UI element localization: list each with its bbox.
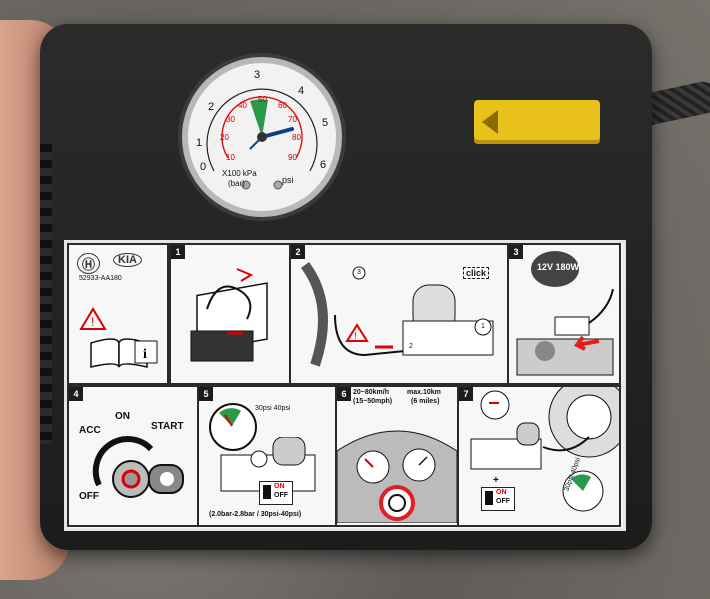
step-2-cell: 2 ! click 1 2 3 [289, 243, 509, 385]
kia-logo: KIA [113, 253, 142, 267]
gauge-psi-tick: 50 [258, 95, 267, 104]
part-number: 52933-AA180 [79, 275, 122, 282]
step-number: 2 [291, 245, 305, 259]
ignition-on-label: ON [115, 411, 130, 422]
gauge-unit-kpa: X100 kPa [222, 169, 257, 178]
ignition-acc-label: ACC [79, 425, 101, 436]
gauge-bar-tick: 0 [200, 161, 207, 173]
dashboard-illustration [337, 430, 457, 523]
gauge-psi-tick: 70 [288, 115, 297, 124]
gauge-green-zone [250, 99, 268, 137]
switch-on-label: ON [274, 483, 285, 490]
compressor-unpack-illustration [190, 268, 268, 362]
svg-text:!: ! [91, 315, 94, 329]
step-number: 7 [459, 387, 473, 401]
pressure-gauge: 0 1 2 3 4 5 6 10 20 30 40 50 60 70 80 90… [182, 57, 342, 217]
switch-off-label: OFF [496, 498, 510, 505]
power-switch: ON OFF [481, 487, 515, 511]
gauge-bar-tick: 3 [254, 69, 261, 81]
step-2-badge-2: 2 [409, 343, 413, 350]
power-switch: ON OFF [259, 481, 293, 505]
plug-insert-illustration [516, 289, 614, 376]
power-socket-icon [531, 251, 579, 287]
gauge-bar-tick: 6 [320, 159, 327, 171]
step-6-speed-mph: (15~50mph) [353, 398, 393, 405]
step-5-range: 30psi 40psi [255, 405, 291, 412]
gauge-psi-tick: 80 [292, 133, 301, 142]
gauge-bar-tick: 2 [208, 101, 215, 113]
gauge-hub [257, 132, 267, 142]
step-5-cell: 5 30psi 40psi ON OFF (2.0bar-2.8bar / 30… [197, 385, 337, 527]
gauge-dial [206, 88, 318, 190]
switch-knob [485, 491, 493, 505]
ignition-key-icon [92, 436, 184, 498]
switch-plus-label: + [493, 475, 499, 486]
switch-knob [263, 485, 271, 499]
gauge-unit-bar: (bar) [228, 179, 245, 188]
step-number: 3 [509, 245, 523, 259]
step-1-cell: 1 [169, 243, 291, 385]
arrow-left-icon [482, 110, 498, 134]
step-number: 5 [199, 387, 213, 401]
instruction-label: Ⓗ KIA 52933-AA180 ! i 1 2 [64, 240, 626, 531]
gauge-bar-arc [206, 88, 318, 172]
step-number: 1 [171, 245, 185, 259]
side-vents [40, 144, 52, 444]
socket-rating: 12V 180W [537, 262, 580, 272]
click-callout: click [463, 267, 490, 279]
step-6-cell: 6 20~80km/h (15~50mph) max.10km (6 miles… [335, 385, 459, 527]
gauge-psi-tick: 90 [288, 153, 297, 162]
gauge-psi-tick: 60 [278, 101, 287, 110]
step-2-badge-3: 3 [357, 269, 361, 276]
gauge-psi-tick: 20 [220, 133, 229, 142]
step-5-pressure-caption: (2.0bar-2.8bar / 30psi-40psi) [209, 511, 302, 518]
gauge-screw [241, 180, 251, 190]
gauge-bar-tick: 4 [298, 85, 305, 97]
step-3-cell: 3 12V 180W [507, 243, 621, 385]
step-7-cell: 7 ON OFF + 30psi 40psi [457, 385, 621, 527]
logo-cell: Ⓗ KIA 52933-AA180 ! i [67, 243, 169, 385]
switch-off-label: OFF [274, 492, 288, 499]
disconnect-illustration [470, 387, 619, 512]
gauge-psi-tick: 30 [226, 115, 235, 124]
gauge-psi-tick: 40 [238, 101, 247, 110]
gauge-needle [260, 127, 294, 139]
step-6-max-miles: (6 miles) [411, 398, 440, 405]
svg-text:!: ! [354, 331, 357, 342]
gauge-bar-tick: 1 [196, 137, 203, 149]
yellow-power-connector [474, 100, 600, 144]
gauge-psi-arc [221, 96, 303, 159]
gauge-psi-tick: 10 [226, 153, 235, 162]
hose-connection-illustration: ! [300, 262, 494, 367]
switch-on-label: ON [496, 489, 507, 496]
step-2-badge-1: 1 [481, 323, 485, 330]
gauge-bar-tick: 5 [322, 117, 329, 129]
green-zone-icon [219, 408, 241, 427]
ignition-off-label: OFF [79, 491, 99, 502]
svg-text:i: i [143, 347, 147, 362]
gauge-screw [273, 180, 283, 190]
manual-book-icon: ! i [79, 307, 158, 368]
step-6-speed: 20~80km/h [353, 389, 389, 396]
hyundai-logo: Ⓗ [77, 253, 101, 274]
step-4-cell: 4 ACC ON START OFF [67, 385, 199, 527]
ignition-start-label: START [151, 421, 184, 432]
step-number: 6 [337, 387, 351, 401]
step-number: 4 [69, 387, 83, 401]
gauge-unit-psi: psi [282, 175, 294, 185]
step-6-max-distance: max.10km [407, 389, 441, 396]
